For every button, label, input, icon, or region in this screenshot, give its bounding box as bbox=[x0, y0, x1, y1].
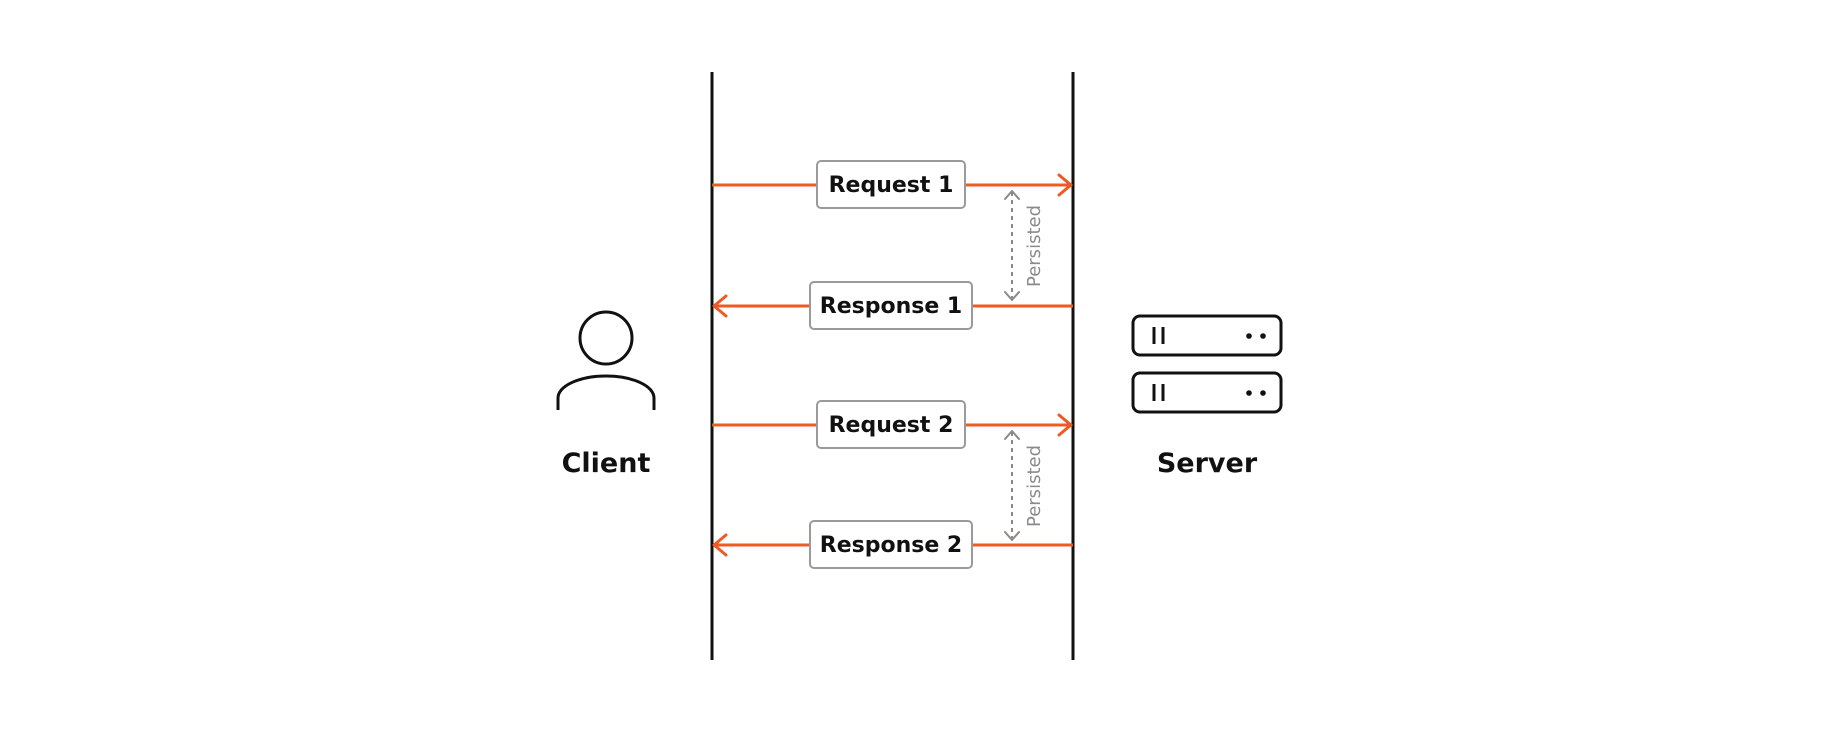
persisted-interval-2: Persisted bbox=[1004, 430, 1045, 541]
message-response-2: Response 2 bbox=[712, 520, 1073, 569]
arrow-left-icon bbox=[712, 294, 728, 318]
message-request-2: Request 2 bbox=[712, 400, 1073, 449]
persisted-label: Persisted bbox=[1024, 445, 1045, 527]
arrow-right-icon bbox=[1057, 173, 1073, 197]
message-response-1: Response 1 bbox=[712, 281, 1073, 330]
persisted-interval-1: Persisted bbox=[1004, 190, 1045, 301]
message-label-box bbox=[816, 400, 966, 449]
arrow-down-icon bbox=[1004, 291, 1020, 301]
server-icon bbox=[1131, 314, 1283, 414]
message-label-box bbox=[809, 520, 973, 569]
arrow-down-icon bbox=[1004, 531, 1020, 541]
server-unit-bottom bbox=[1131, 371, 1283, 414]
person-icon bbox=[556, 310, 656, 410]
server-unit-top bbox=[1131, 314, 1283, 357]
message-request-1: Request 1 bbox=[712, 160, 1073, 209]
message-label: Request 2 bbox=[829, 413, 954, 438]
message-label: Response 1 bbox=[820, 294, 962, 319]
message-label-box bbox=[816, 160, 966, 209]
arrow-up-icon bbox=[1004, 430, 1020, 440]
persisted-label: Persisted bbox=[1024, 205, 1045, 287]
message-label-box bbox=[809, 281, 973, 330]
message-label: Request 1 bbox=[829, 173, 954, 198]
arrow-right-icon bbox=[1057, 413, 1073, 437]
client-label: Client bbox=[562, 448, 651, 479]
message-label: Response 2 bbox=[820, 533, 962, 558]
arrow-left-icon bbox=[712, 533, 728, 557]
arrow-up-icon bbox=[1004, 190, 1020, 200]
server-label: Server bbox=[1157, 448, 1258, 479]
